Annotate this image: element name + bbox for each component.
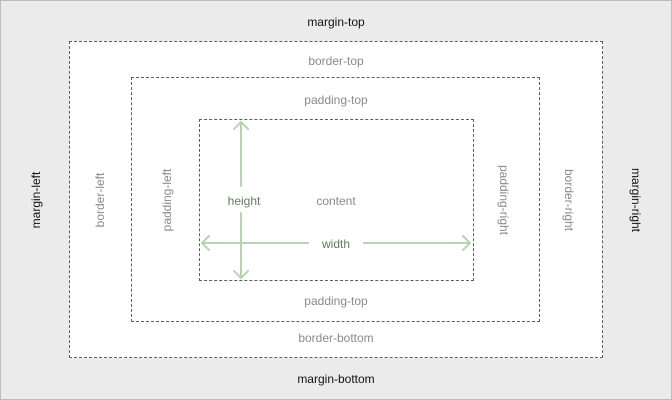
height-arrow-head-bottom <box>233 270 249 279</box>
width-arrow-head-right <box>462 235 471 251</box>
margin-bottom-label: margin-bottom <box>297 372 375 386</box>
border-bottom-label: border-bottom <box>298 331 374 345</box>
width-arrow-head-left <box>201 235 210 251</box>
content-label: content <box>316 194 356 208</box>
border-top-label: border-top <box>308 54 364 68</box>
padding-top-label: padding-top <box>304 93 368 107</box>
width-label: width <box>311 237 361 251</box>
height-label: height <box>219 194 269 208</box>
padding-bottom-label: padding-top <box>304 294 368 308</box>
margin-top-label: margin-top <box>307 15 365 29</box>
height-arrow-head-top <box>233 121 249 130</box>
